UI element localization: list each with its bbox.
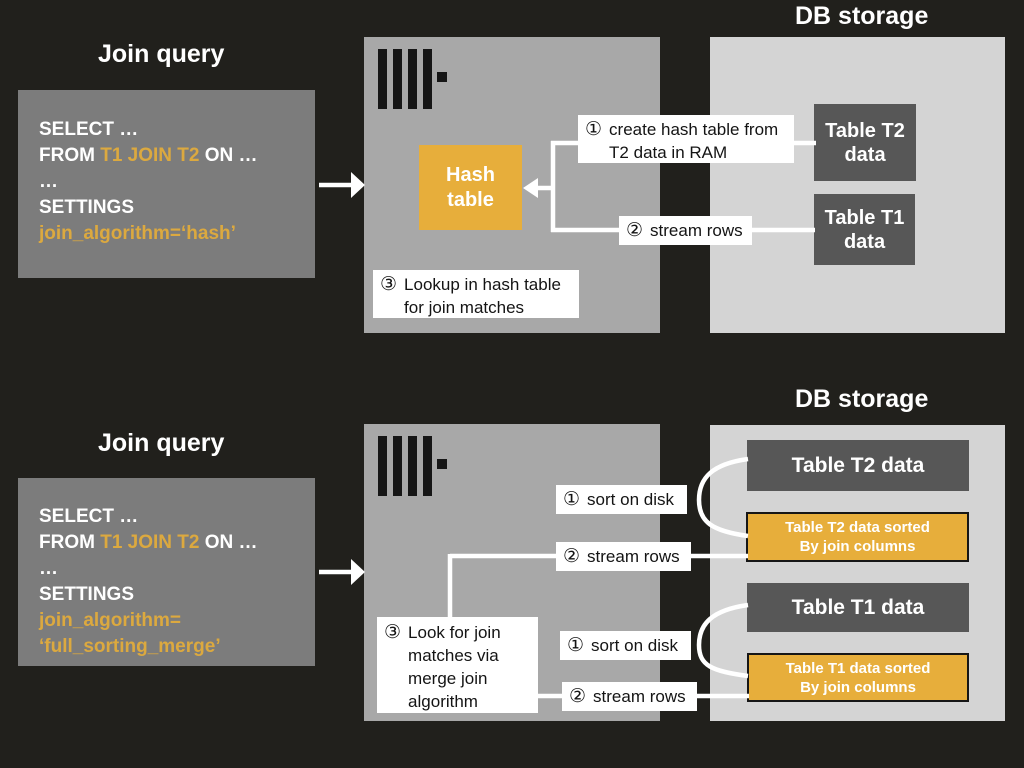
callout-sort-on-disk-t2: ① sort on disk <box>556 485 687 514</box>
code-line: SELECT … <box>39 506 139 527</box>
table-t2-data-box: Table T2 data <box>814 104 916 181</box>
step-number-icon: ① <box>585 119 603 140</box>
code-line: FROM T1 JOIN T2 ON … <box>39 532 258 553</box>
code-line: SELECT … <box>39 119 139 140</box>
callout-create-hash-table: ① create hash table from T2 data in RAM <box>578 115 794 163</box>
table-t1-sorted-box: Table T1 data sorted By join columns <box>747 653 969 702</box>
join-query-box: SELECT … FROM T1 JOIN T2 ON … … SETTINGS… <box>18 478 315 666</box>
db-storage-box <box>710 37 1005 333</box>
db-storage-title: DB storage <box>795 2 929 30</box>
db-storage-title: DB storage <box>795 385 929 413</box>
step-number-icon: ① <box>563 489 581 510</box>
table-t1-data-box: Table T1 data <box>747 583 969 632</box>
callout-stream-rows: ② stream rows <box>619 216 752 245</box>
step-number-icon: ③ <box>380 274 398 295</box>
step-number-icon: ② <box>563 546 581 567</box>
join-query-title: Join query <box>98 40 225 68</box>
callout-stream-rows-t1: ② stream rows <box>562 682 697 711</box>
code-line: SETTINGS <box>39 584 135 605</box>
clickhouse-server-icon <box>378 436 448 496</box>
step-number-icon: ② <box>626 220 644 241</box>
code-line: … <box>39 171 58 192</box>
table-t1-data-box: Table T1 data <box>814 194 915 265</box>
hash-table-box: Hash table <box>419 145 522 230</box>
join-query-box: SELECT … FROM T1 JOIN T2 ON … … SETTINGS… <box>18 90 315 278</box>
step-number-icon: ② <box>569 686 587 707</box>
step-number-icon: ③ <box>384 622 402 643</box>
table-t2-data-box: Table T2 data <box>747 440 969 491</box>
callout-lookup-hash-table: ③ Lookup in hash table for join matches <box>373 270 579 318</box>
code-line: join_algorithm= <box>39 610 181 631</box>
table-t2-sorted-box: Table T2 data sorted By join columns <box>746 512 969 562</box>
code-line: … <box>39 558 58 579</box>
code-line: SETTINGS <box>39 197 135 218</box>
join-query-title: Join query <box>98 429 225 457</box>
step-number-icon: ① <box>567 635 585 656</box>
code-line: join_algorithm=‘hash’ <box>39 223 236 244</box>
callout-sort-on-disk-t1: ① sort on disk <box>560 631 691 660</box>
callout-stream-rows-t2: ② stream rows <box>556 542 691 571</box>
callout-merge-join-lookup: ③ Look for join matches via merge join a… <box>377 617 538 713</box>
clickhouse-server-icon <box>378 49 448 109</box>
code-line: ‘full_sorting_merge’ <box>39 636 221 657</box>
code-line: FROM T1 JOIN T2 ON … <box>39 145 258 166</box>
